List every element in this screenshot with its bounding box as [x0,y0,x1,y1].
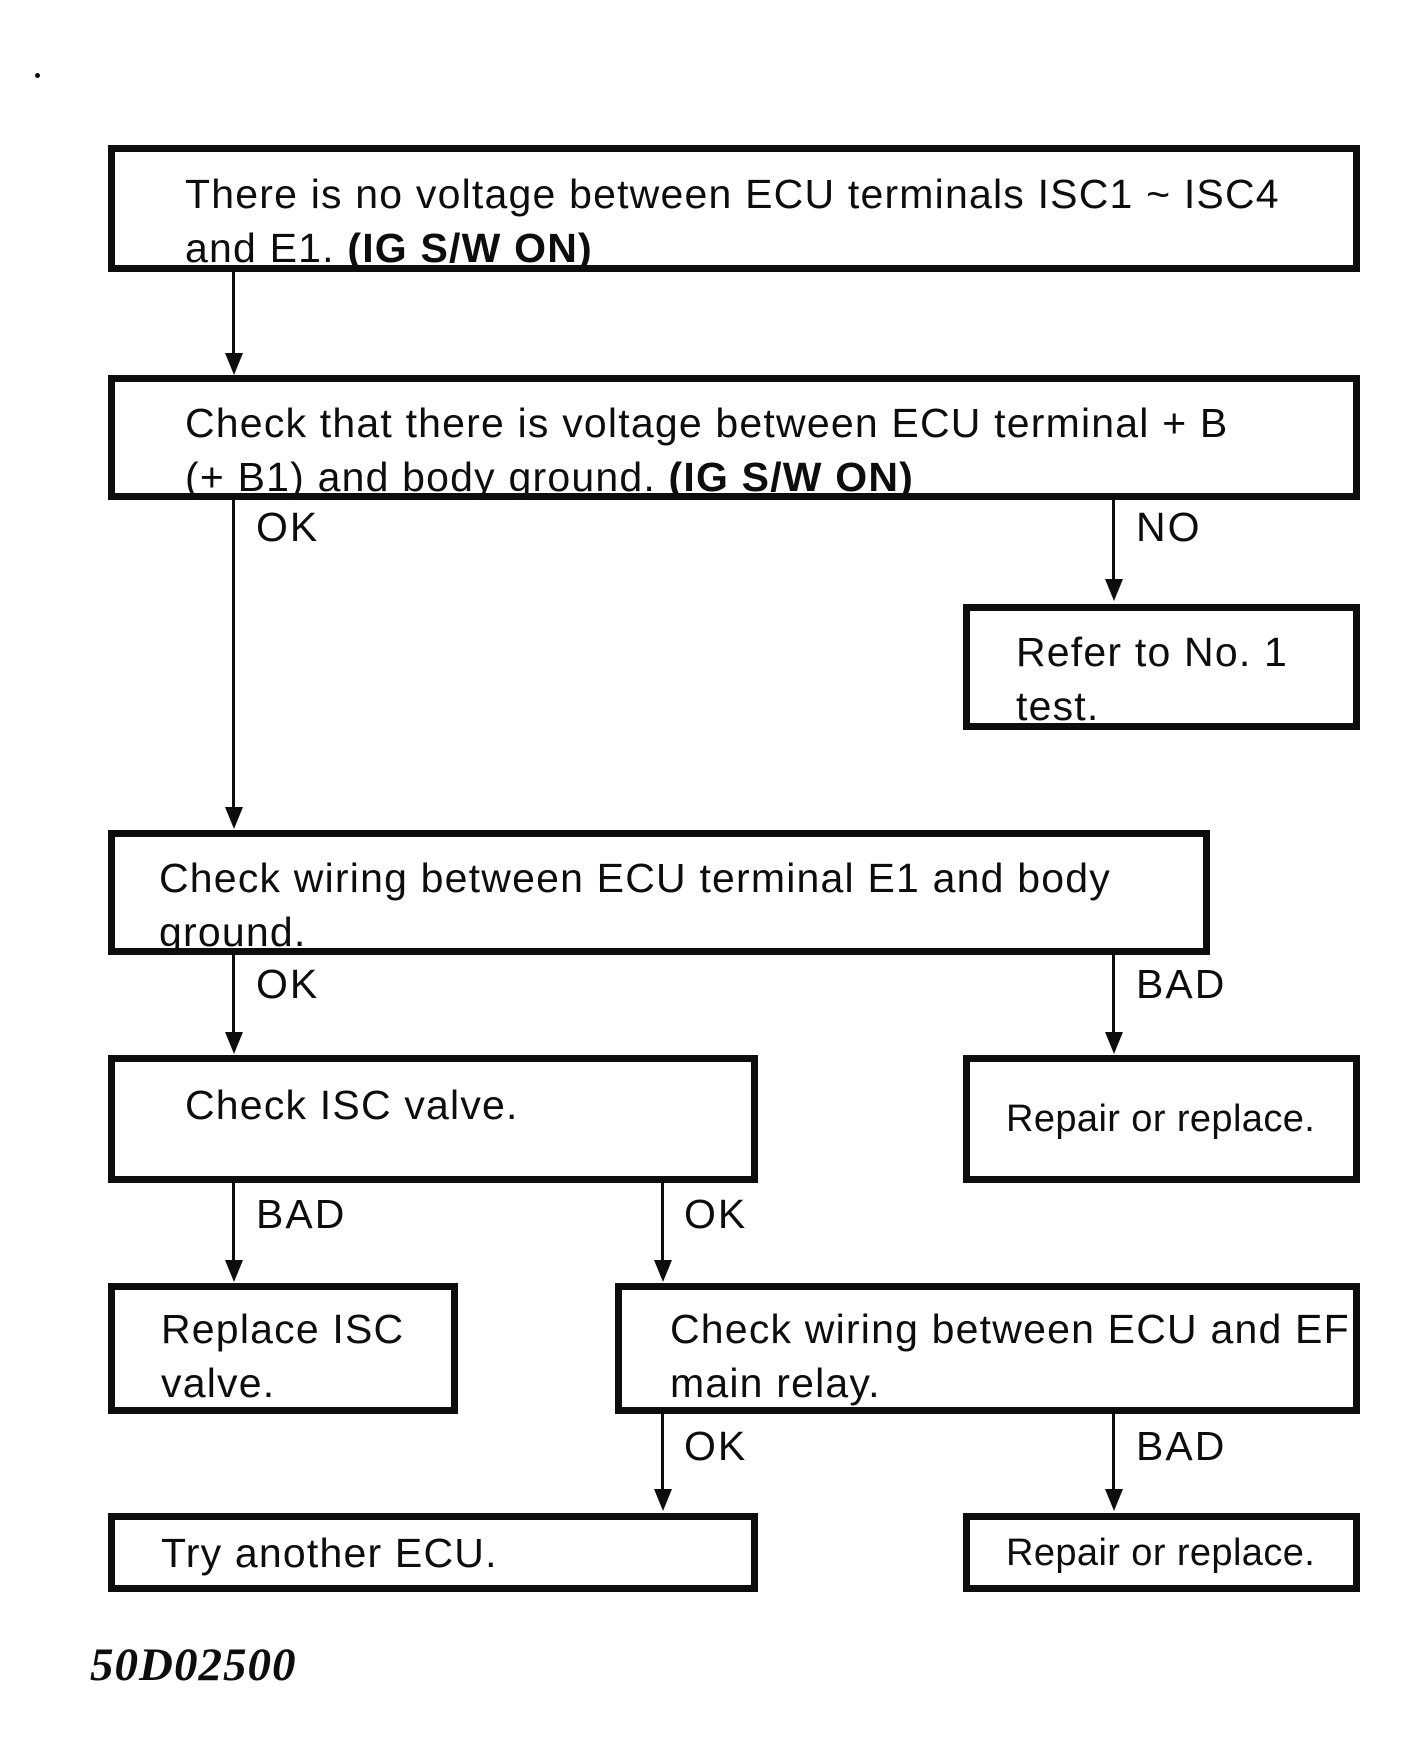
connector-line [661,1414,664,1492]
flow-node-refer-no1-line2: test. [1016,683,1100,729]
branch-label-voltage-ok: OK [256,504,320,550]
flow-node-check-isc-valve-line1: Check ISC valve. [185,1082,519,1128]
flow-node-replace-isc-valve-line2: valve. [161,1360,276,1406]
connector-line [1112,955,1115,1035]
scan-artifact-dot [35,73,40,78]
arrow-down-icon [1105,1489,1123,1511]
flow-node-repair-or-replace-top: Repair or replace. [963,1055,1360,1183]
flow-node-no-voltage: There is no voltage between ECU terminal… [108,145,1360,272]
arrow-down-icon [1105,1032,1123,1054]
arrow-down-icon [225,1260,243,1282]
flow-node-try-another-ecu: Try another ECU. [108,1513,758,1592]
arrow-down-icon [225,353,243,375]
flow-node-no-voltage-line1: There is no voltage between ECU terminal… [185,171,1280,217]
branch-label-isc-valve-bad: BAD [256,1191,347,1237]
flow-node-repair-or-replace-bottom-line1: Repair or replace. [1006,1531,1316,1574]
flow-node-check-wiring-efi-line2: main relay. [670,1360,881,1406]
flow-node-check-voltage-line1: Check that there is voltage between ECU … [185,400,1229,446]
branch-label-voltage-no: NO [1136,504,1202,550]
flow-node-refer-no1: Refer to No. 1 test. [963,604,1360,730]
flow-node-check-wiring-e1-line2: ground. [159,909,307,955]
flow-node-check-wiring-e1-line1: Check wiring between ECU terminal E1 and… [159,855,1111,901]
connector-line [232,1183,235,1263]
connector-line [232,955,235,1035]
connector-line [1112,1414,1115,1492]
arrow-down-icon [225,1032,243,1054]
flow-node-check-wiring-e1: Check wiring between ECU terminal E1 and… [108,830,1210,955]
branch-label-wiring-e1-ok: OK [256,961,320,1007]
flow-node-check-voltage: Check that there is voltage between ECU … [108,375,1360,500]
flow-node-repair-or-replace-top-line1: Repair or replace. [1006,1098,1316,1140]
connector-line [232,272,235,356]
arrow-down-icon [654,1260,672,1282]
branch-label-wiring-efi-bad: BAD [1136,1423,1227,1469]
flow-node-replace-isc-valve: Replace ISC valve. [108,1283,458,1414]
flow-node-check-isc-valve: Check ISC valve. [108,1055,758,1183]
flow-node-try-another-ecu-line1: Try another ECU. [161,1529,498,1576]
flow-node-refer-no1-line1: Refer to No. 1 [1016,629,1289,675]
arrow-down-icon [1105,579,1123,601]
branch-label-isc-valve-ok: OK [684,1191,748,1237]
flow-node-check-wiring-efi: Check wiring between ECU and EFI main re… [615,1283,1363,1414]
arrow-down-icon [225,807,243,829]
arrow-down-icon [654,1489,672,1511]
flow-node-replace-isc-valve-line1: Replace ISC [161,1306,405,1352]
connector-line [1112,500,1115,582]
flow-node-no-voltage-line2: and E1. (IG S/W ON) [185,225,593,271]
connector-line [661,1183,664,1263]
figure-code: 50D02500 [90,1639,297,1691]
flow-node-check-voltage-line2: (+ B1) and body ground. (IG S/W ON) [185,454,915,500]
connector-line [232,500,235,810]
branch-label-wiring-e1-bad: BAD [1136,961,1227,1007]
flow-node-check-wiring-efi-line1: Check wiring between ECU and EFI [670,1306,1363,1352]
branch-label-wiring-efi-ok: OK [684,1423,748,1469]
flow-node-repair-or-replace-bottom: Repair or replace. [963,1513,1360,1592]
